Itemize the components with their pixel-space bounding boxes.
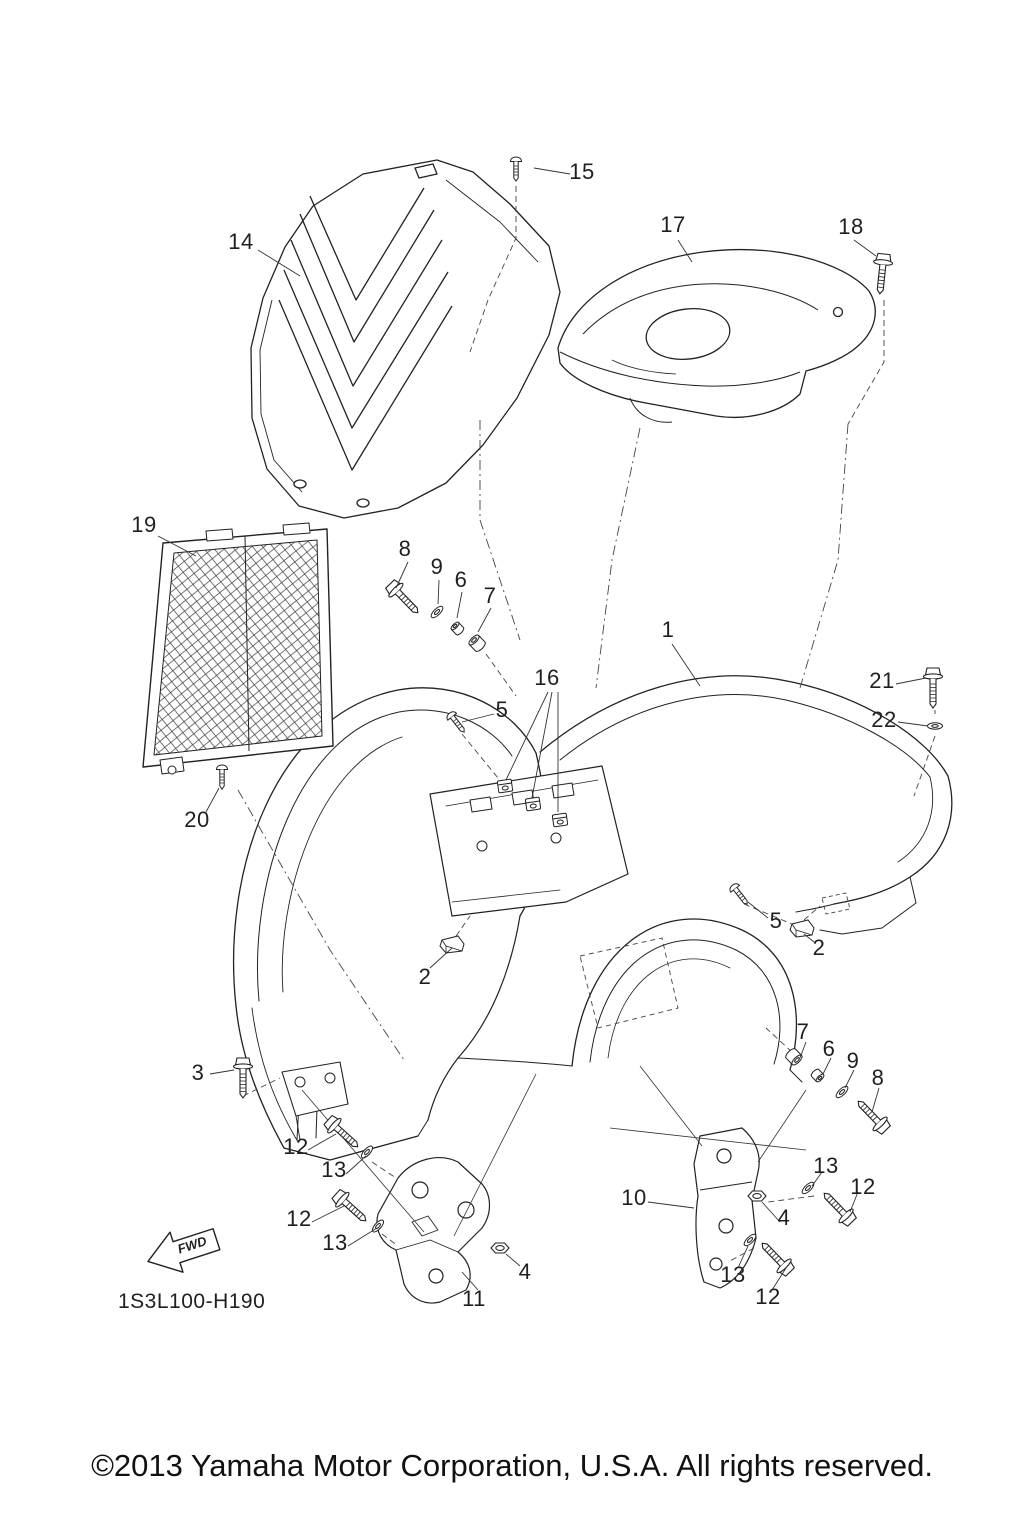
clip-nut-16-a bbox=[496, 778, 514, 794]
screw-15 bbox=[510, 156, 522, 182]
radiator-screen bbox=[142, 522, 334, 775]
stay-bracket-left bbox=[376, 1157, 491, 1304]
callout-10: 10 bbox=[621, 1185, 647, 1210]
callout-16: 16 bbox=[534, 665, 560, 690]
callout-13: 13 bbox=[321, 1157, 347, 1182]
callout-14: 14 bbox=[228, 229, 254, 254]
callout-13: 13 bbox=[720, 1262, 746, 1287]
washer-22 bbox=[927, 722, 943, 730]
callout-leader-lines bbox=[157, 167, 929, 1291]
callout-7: 7 bbox=[483, 583, 497, 608]
callout-12: 12 bbox=[850, 1174, 876, 1199]
callout-12: 12 bbox=[286, 1206, 312, 1231]
nut-4-right bbox=[747, 1190, 767, 1202]
callout-3: 3 bbox=[191, 1060, 205, 1085]
assembly-axis-lines bbox=[221, 186, 936, 1263]
clip-nut-16-b bbox=[524, 796, 542, 812]
damper-2-right bbox=[789, 919, 815, 938]
callout-7: 7 bbox=[796, 1019, 810, 1044]
nut-4-left bbox=[490, 1242, 510, 1254]
callout-20: 20 bbox=[184, 807, 210, 832]
stay-bracket-right bbox=[693, 1127, 760, 1289]
callout-9: 9 bbox=[846, 1048, 860, 1073]
washer-13-a bbox=[359, 1143, 375, 1161]
clip-nut-16-c bbox=[551, 812, 569, 828]
screw-20 bbox=[216, 764, 228, 790]
spacer-7-upper bbox=[466, 632, 488, 654]
callout-4: 4 bbox=[518, 1259, 532, 1284]
front-fender-body bbox=[232, 675, 953, 1161]
collar-6-right bbox=[809, 1067, 826, 1084]
bolt-18 bbox=[869, 252, 894, 296]
callout-1: 1 bbox=[661, 617, 675, 642]
callout-13: 13 bbox=[322, 1230, 348, 1255]
callout-19: 19 bbox=[131, 512, 157, 537]
callout-6: 6 bbox=[454, 567, 468, 592]
bolt-3 bbox=[232, 1057, 254, 1099]
callout-13: 13 bbox=[813, 1153, 839, 1178]
washer-9-upper bbox=[428, 603, 446, 621]
diagram-code: 1S3L100-H190 bbox=[118, 1290, 266, 1313]
callout-8: 8 bbox=[871, 1065, 885, 1090]
bolt-8-upper bbox=[382, 576, 426, 620]
fwd-arrow-icon bbox=[147, 1228, 221, 1273]
bolt-12-d bbox=[754, 1236, 798, 1280]
bracket-link-lines bbox=[301, 1065, 807, 1237]
callout-6: 6 bbox=[822, 1036, 836, 1061]
callout-22: 22 bbox=[871, 707, 897, 732]
callout-8: 8 bbox=[398, 536, 412, 561]
callout-12: 12 bbox=[283, 1134, 309, 1159]
callout-18: 18 bbox=[838, 214, 864, 239]
screw-5-left bbox=[444, 709, 469, 737]
bolt-12-a bbox=[321, 1112, 365, 1155]
callout-4: 4 bbox=[777, 1205, 791, 1230]
callout-21: 21 bbox=[869, 668, 895, 693]
callout-2: 2 bbox=[418, 964, 432, 989]
copyright-text: ©2013 Yamaha Motor Corporation, U.S.A. A… bbox=[91, 1448, 933, 1483]
callout-15: 15 bbox=[569, 159, 595, 184]
hood-cover bbox=[557, 249, 876, 423]
callout-2: 2 bbox=[812, 935, 826, 960]
washer-13-c bbox=[799, 1179, 817, 1197]
callout-17: 17 bbox=[660, 212, 686, 237]
bolt-8-right bbox=[850, 1094, 894, 1138]
callout-5: 5 bbox=[495, 697, 509, 722]
screw-5-right bbox=[727, 881, 752, 909]
collar-6-upper bbox=[449, 620, 466, 637]
bolt-21 bbox=[922, 667, 944, 709]
callout-5: 5 bbox=[769, 908, 783, 933]
front-panel-chevron bbox=[250, 159, 561, 519]
washer-9-right bbox=[833, 1083, 851, 1101]
bolt-12-b bbox=[329, 1186, 373, 1229]
callout-9: 9 bbox=[430, 554, 444, 579]
callout-11: 11 bbox=[462, 1286, 486, 1311]
damper-2-left bbox=[439, 935, 465, 954]
callout-12: 12 bbox=[755, 1284, 781, 1309]
